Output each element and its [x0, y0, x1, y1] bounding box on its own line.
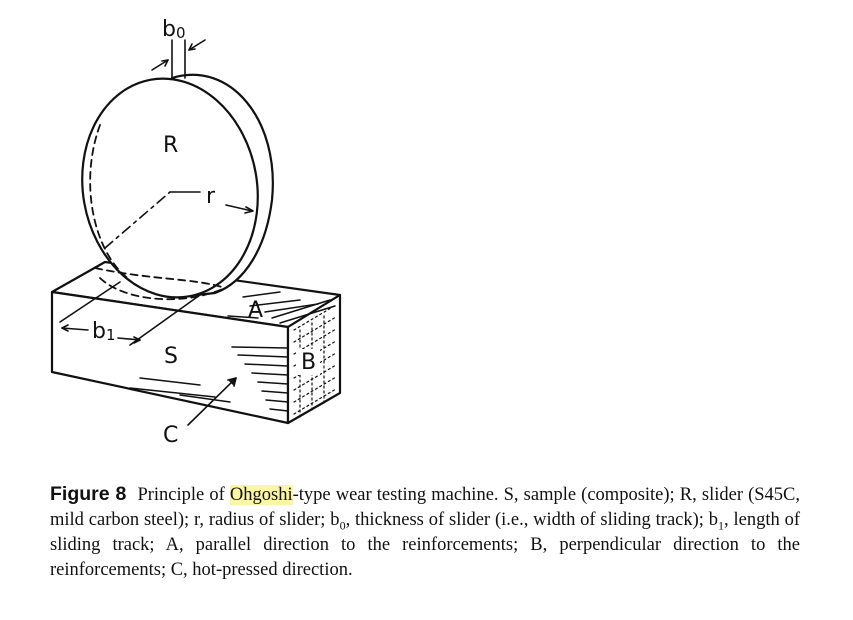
slider-disc — [81, 77, 259, 299]
figure-number: Figure 8 — [50, 483, 127, 505]
caption-text-1: Principle of — [137, 485, 230, 505]
label-A: A — [248, 298, 263, 323]
caption-text-4: , length of sliding track; A, parallel d… — [50, 510, 800, 580]
label-b1: b1 — [92, 319, 116, 344]
highlighted-term: Ohgoshi — [229, 485, 293, 505]
figure-caption: Figure 8 Principle of Ohgoshi-type wear … — [50, 482, 800, 583]
subscript-0: 0 — [339, 518, 346, 533]
label-R: R — [163, 133, 178, 158]
label-b0: b0 — [162, 17, 186, 42]
subscript-1: 1 — [718, 518, 725, 533]
label-S: S — [164, 344, 178, 369]
caption-text-3: , thickness of slider (i.e., width of sl… — [345, 510, 719, 530]
label-B: B — [301, 350, 316, 375]
label-r: r — [206, 184, 216, 209]
caption-text-2: -type wear testing machine. S, sample (c… — [50, 485, 801, 530]
wear-testing-figure: b0 R r A b1 S B C — [50, 17, 342, 448]
label-C: C — [163, 423, 178, 448]
